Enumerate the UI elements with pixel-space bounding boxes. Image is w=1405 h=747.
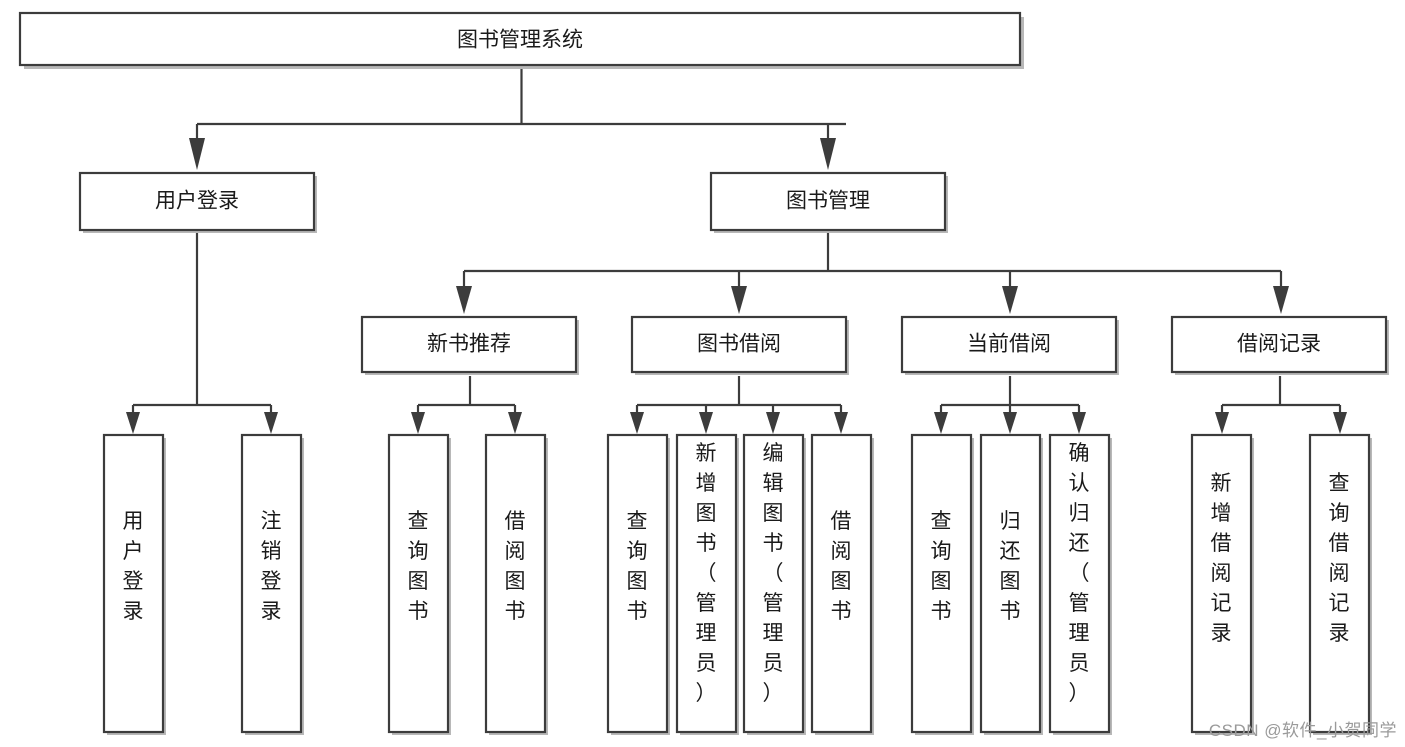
node-current-borrow[interactable]: 当前借阅 bbox=[900, 315, 1119, 375]
connector-group-root bbox=[189, 69, 846, 170]
node-book-management-label: 图书管理 bbox=[786, 190, 870, 213]
watermark-credit: CSDN @软件_小贺同学 bbox=[1208, 721, 1397, 740]
node-leaf-edit-book-label: 编辑图书（管理员） bbox=[763, 442, 784, 705]
arrowhead-book-management bbox=[820, 138, 836, 170]
node-leaf-logout-login[interactable]: 注销登录 bbox=[240, 433, 304, 735]
node-leaf-query-book-3[interactable]: 查询图书 bbox=[910, 433, 974, 735]
node-book-borrow-label: 图书借阅 bbox=[697, 333, 781, 356]
node-current-borrow-box[interactable] bbox=[900, 315, 1118, 374]
arrowhead-leaf-borrow-book-2 bbox=[834, 412, 848, 434]
node-leaf-add-book-box[interactable] bbox=[675, 433, 738, 734]
node-leaf-query-book-2-label: 查询图书 bbox=[627, 510, 648, 623]
arrowhead-leaf-add-book bbox=[699, 412, 713, 434]
node-leaf-add-book[interactable]: 新增图书（管理员） bbox=[675, 433, 739, 735]
node-leaf-query-book-3-label: 查询图书 bbox=[931, 510, 952, 623]
node-user-login[interactable]: 用户登录 bbox=[78, 171, 317, 233]
node-leaf-confirm-return-label: 确认归还（管理员） bbox=[1069, 442, 1090, 705]
node-leaf-query-book-1-label: 查询图书 bbox=[408, 510, 429, 623]
node-leaf-borrow-book-1-box[interactable] bbox=[484, 433, 547, 734]
node-user-login-box[interactable] bbox=[78, 171, 316, 232]
node-leaf-query-book-2-box[interactable] bbox=[606, 433, 669, 734]
node-current-borrow-label: 当前借阅 bbox=[967, 333, 1051, 356]
node-leaf-borrow-book-2[interactable]: 借阅图书 bbox=[810, 433, 874, 735]
arrowhead-leaf-user-login bbox=[126, 412, 140, 434]
arrowhead-leaf-query-book-3 bbox=[934, 412, 948, 434]
node-leaf-borrow-book-1[interactable]: 借阅图书 bbox=[484, 433, 548, 735]
arrowhead-current-borrow bbox=[1002, 286, 1018, 314]
connector-group-book-borrow bbox=[630, 376, 848, 434]
node-leaf-user-login-label: 用户登录 bbox=[123, 510, 144, 623]
arrowhead-leaf-query-record bbox=[1333, 412, 1347, 434]
node-leaf-return-book[interactable]: 归还图书 bbox=[979, 433, 1043, 735]
arrowhead-book-borrow bbox=[731, 286, 747, 314]
node-book-management[interactable]: 图书管理 bbox=[709, 171, 948, 233]
node-new-book-recommend-box[interactable] bbox=[360, 315, 578, 374]
node-leaf-edit-book[interactable]: 编辑图书（管理员） bbox=[742, 433, 806, 735]
connector-group-book-management bbox=[456, 233, 1289, 314]
connector-group-new-book-recommend bbox=[411, 376, 522, 434]
node-leaf-add-record[interactable]: 新增借阅记录 bbox=[1190, 433, 1254, 735]
node-leaf-add-book-label: 新增图书（管理员） bbox=[696, 442, 717, 705]
node-leaf-return-book-box[interactable] bbox=[979, 433, 1042, 734]
arrowhead-leaf-query-book-2 bbox=[630, 412, 644, 434]
node-user-login-label: 用户登录 bbox=[155, 190, 239, 213]
node-borrow-record-label: 借阅记录 bbox=[1237, 333, 1321, 356]
node-book-borrow-box[interactable] bbox=[630, 315, 848, 374]
node-leaf-query-record-label: 查询借阅记录 bbox=[1329, 472, 1350, 645]
node-leaf-confirm-return[interactable]: 确认归还（管理员） bbox=[1048, 433, 1112, 735]
connector-group-borrow-record bbox=[1215, 376, 1347, 434]
arrowhead-user-login bbox=[189, 138, 205, 170]
node-leaf-edit-book-box[interactable] bbox=[742, 433, 805, 734]
node-leaf-query-record-box[interactable] bbox=[1308, 433, 1371, 734]
arrowhead-leaf-logout-login bbox=[264, 412, 278, 434]
node-new-book-recommend-label: 新书推荐 bbox=[427, 333, 511, 356]
node-leaf-logout-login-label: 注销登录 bbox=[261, 510, 282, 623]
node-leaf-borrow-book-2-label: 借阅图书 bbox=[831, 510, 852, 623]
arrowhead-leaf-add-record bbox=[1215, 412, 1229, 434]
node-leaf-add-record-label: 新增借阅记录 bbox=[1211, 472, 1232, 645]
node-borrow-record-box[interactable] bbox=[1170, 315, 1388, 374]
node-leaf-user-login[interactable]: 用户登录 bbox=[102, 433, 166, 735]
node-new-book-recommend[interactable]: 新书推荐 bbox=[360, 315, 579, 375]
node-leaf-query-book-1[interactable]: 查询图书 bbox=[387, 433, 451, 735]
node-borrow-record[interactable]: 借阅记录 bbox=[1170, 315, 1389, 375]
arrowhead-leaf-edit-book bbox=[766, 412, 780, 434]
node-root[interactable]: 图书管理系统 bbox=[18, 11, 1024, 69]
node-book-borrow[interactable]: 图书借阅 bbox=[630, 315, 849, 375]
arrowhead-borrow-record bbox=[1273, 286, 1289, 314]
node-root-box[interactable] bbox=[18, 11, 1022, 67]
node-leaf-query-record[interactable]: 查询借阅记录 bbox=[1308, 433, 1372, 735]
node-leaf-borrow-book-2-box[interactable] bbox=[810, 433, 873, 734]
arrowhead-leaf-confirm-return bbox=[1072, 412, 1086, 434]
connector-group-current-borrow bbox=[934, 376, 1086, 434]
node-leaf-confirm-return-box[interactable] bbox=[1048, 433, 1111, 734]
connector-group-user-login bbox=[126, 233, 278, 434]
arrowhead-leaf-query-book-1 bbox=[411, 412, 425, 434]
node-leaf-add-record-box[interactable] bbox=[1190, 433, 1253, 734]
arrowhead-leaf-borrow-book-1 bbox=[508, 412, 522, 434]
node-leaf-query-book-3-box[interactable] bbox=[910, 433, 973, 734]
node-leaf-query-book-2[interactable]: 查询图书 bbox=[606, 433, 670, 735]
node-leaf-return-book-label: 归还图书 bbox=[1000, 510, 1021, 623]
arrowhead-new-book-recommend bbox=[456, 286, 472, 314]
node-leaf-user-login-box[interactable] bbox=[102, 433, 165, 734]
arrowhead-leaf-return-book bbox=[1003, 412, 1017, 434]
node-book-management-box[interactable] bbox=[709, 171, 947, 232]
node-leaf-borrow-book-1-label: 借阅图书 bbox=[505, 510, 526, 623]
node-leaf-query-book-1-box[interactable] bbox=[387, 433, 450, 734]
node-root-label: 图书管理系统 bbox=[457, 29, 583, 52]
node-leaf-logout-login-box[interactable] bbox=[240, 433, 303, 734]
